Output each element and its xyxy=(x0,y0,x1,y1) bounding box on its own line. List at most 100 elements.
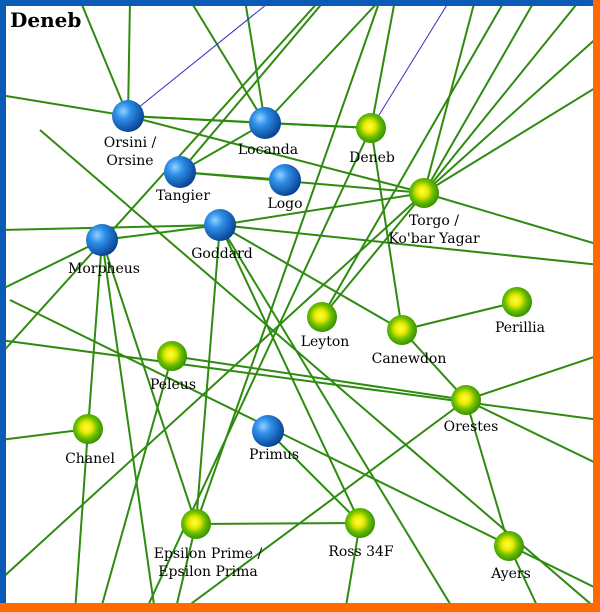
system-label: Orestes xyxy=(444,419,499,435)
system-ross[interactable]: Ross 34F xyxy=(328,508,394,560)
route-line xyxy=(179,0,326,173)
system-label-line: Peleus xyxy=(150,377,196,393)
system-label: Canewdon xyxy=(372,351,447,367)
system-leyton[interactable]: Leyton xyxy=(301,302,350,350)
system-label: Deneb xyxy=(349,150,395,166)
route-line xyxy=(127,115,266,124)
system-label: Orsini /Orsine xyxy=(104,135,157,169)
green-sphere-icon[interactable] xyxy=(307,302,337,332)
route-line xyxy=(0,0,321,356)
system-ayers[interactable]: Ayers xyxy=(490,531,531,582)
system-label-line: Perillia xyxy=(495,320,545,336)
system-label: Locanda xyxy=(238,142,298,158)
route-line xyxy=(423,34,600,194)
system-label: Goddard xyxy=(191,246,253,262)
system-label: Ayers xyxy=(490,566,531,582)
system-label-line: Torgo / xyxy=(409,213,459,229)
blue-sphere-icon[interactable] xyxy=(204,209,236,241)
system-label-line: Morpheus xyxy=(68,261,140,277)
route-line xyxy=(174,523,197,612)
route-line xyxy=(144,127,372,612)
green-sphere-icon[interactable] xyxy=(345,508,375,538)
system-label-line: Epsilon Prima xyxy=(158,564,257,580)
system-primus[interactable]: Primus xyxy=(249,415,299,463)
blue-sphere-icon[interactable] xyxy=(269,164,301,196)
route-line xyxy=(74,428,89,612)
route-line xyxy=(99,355,173,612)
route-line xyxy=(321,192,425,318)
system-label-line: Ayers xyxy=(490,566,531,582)
system-goddard[interactable]: Goddard xyxy=(191,209,253,262)
system-label-line: Chanel xyxy=(65,451,115,467)
system-label-line: Orsine xyxy=(106,153,153,169)
blue-sphere-icon[interactable] xyxy=(112,100,144,132)
route-line xyxy=(179,122,266,173)
route-line xyxy=(370,127,403,331)
blue-sphere-icon[interactable] xyxy=(164,156,196,188)
green-sphere-icon[interactable] xyxy=(502,287,532,317)
system-locanda[interactable]: Locanda xyxy=(238,107,298,158)
blue-sphere-icon[interactable] xyxy=(249,107,281,139)
system-label-line: Goddard xyxy=(191,246,253,262)
route-line xyxy=(0,94,129,117)
green-sphere-icon[interactable] xyxy=(409,178,439,208)
route-line xyxy=(465,399,600,466)
green-sphere-icon[interactable] xyxy=(181,509,211,539)
route-line xyxy=(219,192,425,226)
green-sphere-icon[interactable] xyxy=(356,113,386,143)
route-line xyxy=(423,84,600,194)
route-line xyxy=(344,522,361,612)
system-label: Peleus xyxy=(150,377,196,393)
route-line xyxy=(87,239,103,430)
system-label: Epsilon Prime /Epsilon Prima xyxy=(154,546,263,580)
border-bottom xyxy=(0,603,600,612)
route-line xyxy=(219,224,403,331)
route-line xyxy=(321,0,506,318)
route-line xyxy=(401,329,467,401)
route-line xyxy=(264,0,381,124)
border-top xyxy=(0,0,600,6)
route-line xyxy=(189,0,266,124)
system-tangier[interactable]: Tangier xyxy=(156,156,210,204)
route-line xyxy=(179,399,467,612)
system-peleus[interactable]: Peleus xyxy=(150,341,196,393)
route-line xyxy=(401,301,518,331)
system-label-line: Canewdon xyxy=(372,351,447,367)
system-label-line: Ross 34F xyxy=(328,544,394,560)
system-canewdon[interactable]: Canewdon xyxy=(372,315,447,367)
system-label: Primus xyxy=(249,447,299,463)
system-label: Leyton xyxy=(301,334,350,350)
system-orestes[interactable]: Orestes xyxy=(444,385,499,435)
green-sphere-icon[interactable] xyxy=(387,315,417,345)
system-orsini[interactable]: Orsini /Orsine xyxy=(104,100,157,169)
route-line xyxy=(0,192,425,581)
system-label: Logo xyxy=(267,196,302,212)
system-perillia[interactable]: Perillia xyxy=(495,287,545,336)
green-sphere-icon[interactable] xyxy=(157,341,187,371)
system-logo[interactable]: Logo xyxy=(267,164,303,212)
system-chanel[interactable]: Chanel xyxy=(65,414,115,467)
green-sphere-icon[interactable] xyxy=(73,414,103,444)
system-epsilon[interactable]: Epsilon Prime /Epsilon Prima xyxy=(154,509,263,580)
route-line xyxy=(171,355,467,401)
system-morpheus[interactable]: Morpheus xyxy=(68,224,140,277)
system-deneb[interactable]: Deneb xyxy=(349,113,395,166)
green-sphere-icon[interactable] xyxy=(494,531,524,561)
route-line xyxy=(370,0,396,129)
route-line xyxy=(423,192,600,246)
system-label-line: Leyton xyxy=(301,334,350,350)
route-line xyxy=(179,171,425,194)
blue-sphere-icon[interactable] xyxy=(86,224,118,256)
system-torgo[interactable]: Torgo /Ko'bar Yagar xyxy=(388,178,480,247)
system-label: Torgo /Ko'bar Yagar xyxy=(388,213,480,247)
route-line xyxy=(219,224,456,612)
green-sphere-icon[interactable] xyxy=(451,385,481,415)
route-line xyxy=(195,522,361,525)
system-label-line: Orestes xyxy=(444,419,499,435)
system-label-line: Tangier xyxy=(156,188,210,204)
route-line xyxy=(423,0,581,194)
blue-sphere-icon[interactable] xyxy=(252,415,284,447)
system-label-line: Deneb xyxy=(349,150,395,166)
